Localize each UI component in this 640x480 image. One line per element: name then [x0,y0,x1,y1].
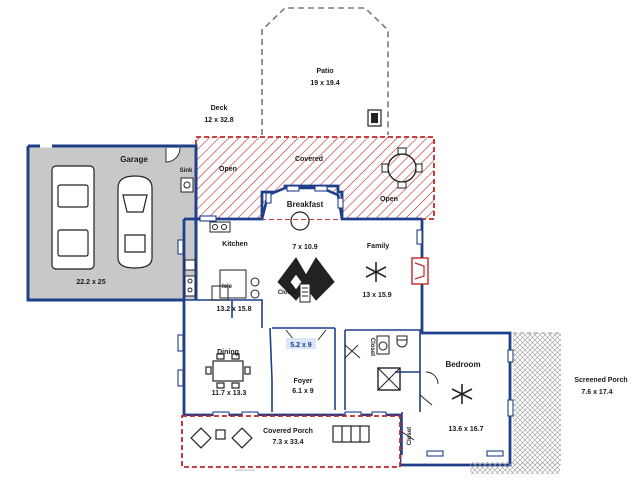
patio-label: Patio [316,68,333,75]
covered-label: Covered [295,156,323,163]
deck-size: 12 x 32.8 [204,117,233,124]
breakfast-table-icon [290,211,310,231]
covered-porch-label: Covered Porch [263,428,313,435]
patio-table-icon [381,147,423,189]
sink-label: Sink [180,168,193,174]
open-right-label: Open [380,196,398,203]
screened-porch-size: 7.6 x 17.4 [581,389,612,396]
covered-porch-area [181,415,401,468]
foyer-closet-size: 5.2 x 9 [290,342,312,349]
foyer-size: 6.1 x 9 [292,388,314,395]
breakfast-size: 7 x 10.9 [292,244,317,251]
screened-porch-label: Screened Porch [574,377,627,384]
garage-walls [26,144,198,302]
fireplace-icon [411,257,429,285]
grill-icon [367,109,382,127]
dining-size: 11.7 x 13.3 [212,390,247,397]
bedroom-closet-label: Closet [407,427,413,445]
dining-label: Dining [217,349,239,356]
screened-porch-bottom [470,462,560,474]
kitchen-size: 13.2 x 15.8 [216,306,251,313]
kitchen-fixtures [184,221,260,301]
family-size: 13 x 15.9 [362,292,391,299]
car-right-icon [117,175,153,269]
garage-door-swing-icon [165,147,181,163]
garage-label: Garage [120,155,148,164]
family-label: Family [367,243,389,250]
porch-bench-icon [332,425,370,443]
bedroom-label: Bedroom [445,360,480,369]
screened-porch-area [513,333,561,465]
isle-label: Isle [222,284,233,290]
open-left-label: Open [219,166,237,173]
garage-size: 22.2 x 25 [76,279,105,286]
bath-fixtures [376,335,408,391]
porch-chairs-icon [190,427,253,449]
kitchen-closet-label: Closet [278,290,296,296]
ceiling-fan-icon [365,262,387,282]
kitchen-label: Kitchen [222,241,248,248]
breakfast-label: Breakfast [287,200,324,209]
window-marks [177,185,514,457]
deck-label: Deck [211,105,228,112]
foyer-label: Foyer [293,378,312,385]
bedroom-ceiling-fan-icon [451,384,473,404]
foyer-closet-highlight [286,338,316,349]
patio-size: 19 x 19.4 [310,80,339,87]
car-left-icon [51,165,95,270]
dining-table-icon [205,353,251,389]
closet-mid-label: Closet [369,338,375,356]
sink-icon [180,177,194,193]
bedroom-size: 13.6 x 16.7 [448,426,483,433]
stairs-icon [277,257,335,303]
covered-porch-size: 7.3 x 33.4 [272,439,303,446]
